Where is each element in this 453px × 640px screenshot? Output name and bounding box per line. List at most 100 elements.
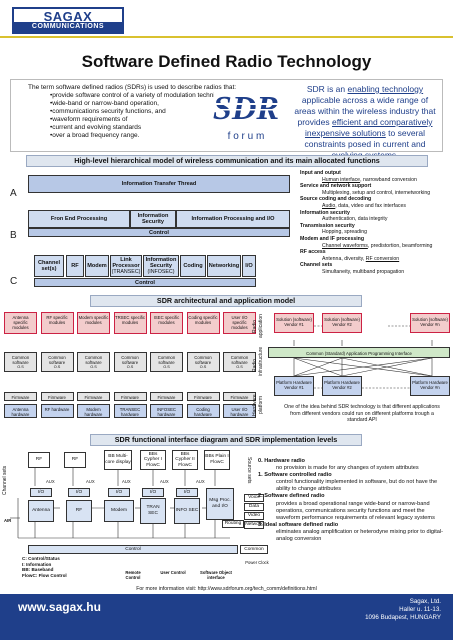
level-heading: 3. Ideal software defined radio <box>258 521 339 528</box>
firmware-cell: Firmware <box>186 392 220 401</box>
legend-item: C: Control/Status <box>22 556 60 561</box>
intro-bullets: •provide software control of a variety o… <box>50 92 288 140</box>
solution-vendor-2: Solution (software) Vendor #2 <box>322 313 362 333</box>
company-address: Sagax, Ltd. Haller u. 11-13. 1096 Budape… <box>365 598 441 622</box>
modem-box: Modem <box>104 500 134 522</box>
source-sets-side-label: Source sets <box>246 456 252 484</box>
channel-sets-side-label: Channel sets <box>2 465 8 495</box>
sdr-quote: SDR is an enabling technology applicable… <box>292 84 438 161</box>
quote-text: SDR is an <box>306 84 348 94</box>
logo-subtitle: COMMUNICATIONS <box>14 22 122 32</box>
more-info-link[interactable]: For more information visit: http://www.s… <box>136 586 317 592</box>
control-bar: Control <box>28 545 238 554</box>
app-module-cell: Coding specific modules <box>186 312 220 334</box>
box-label: Information Security <box>137 213 169 225</box>
hardware-cell: Antenna hardware <box>4 404 37 418</box>
platform-vendor-1: Platform Hardware Vendor #1 <box>274 376 314 396</box>
hardware-cell: TRANSEC hardware <box>113 404 147 418</box>
sdr-idea-text: One of the idea behind SDR technology is… <box>284 404 440 423</box>
power-clock-label: Power Clock <box>245 560 269 565</box>
hardware-cell: User I/O hardware <box>223 404 256 418</box>
firmware-cell: Firmware <box>40 392 74 401</box>
firmware-cell: Firmware <box>150 392 183 401</box>
app-module-cell: Modem specific modules <box>77 312 110 334</box>
bb-module: BB Multi-core display <box>104 450 132 470</box>
solution-vendor-1: Solution (software) Vendor #1 <box>274 313 314 333</box>
implementation-levels: 0. Hardware radio no provision is made f… <box>258 458 450 543</box>
list-heading: Service and network support <box>300 183 372 190</box>
aux-label: AUX <box>46 479 55 484</box>
list-item: Channel waveforms, predistortion, beamfo… <box>300 243 450 250</box>
box-label: Networking <box>208 263 240 269</box>
firmware-cell: Firmware <box>4 392 37 401</box>
box-label: Control <box>149 229 169 236</box>
os-label: O.S <box>236 365 243 369</box>
rf-module-2: RF <box>64 452 86 468</box>
aux-label: AUX <box>196 479 205 484</box>
info-processing-box: Information Processing and I/O <box>176 210 290 228</box>
common-api-bar: Common (Standard) Application Programmin… <box>268 347 450 358</box>
channel-sets-box: Channel set(s) <box>34 255 64 277</box>
list-item: Antenna, diversity, RF conversion <box>300 256 450 263</box>
section-heading-architecture: SDR architectural and application model <box>90 295 362 307</box>
infosec-box: INFO SEC <box>174 498 200 524</box>
list-heading: Channel sets <box>300 262 333 269</box>
box-label: RF <box>71 263 79 269</box>
sdr-forum-logo: SDR f o r u m <box>213 89 279 142</box>
io-box: I/O <box>108 488 130 497</box>
legend-item: FlowC: Flow Control <box>22 572 67 578</box>
antenna-box: Antenna <box>28 500 54 522</box>
bbs-plain: BBs Plain I FlowC <box>204 450 230 470</box>
aux-label: AUX <box>86 479 95 484</box>
box-sublabel: (INFOSEC) <box>147 269 175 275</box>
user-control-label: User Control <box>160 570 186 575</box>
row-label-a: A <box>10 188 17 199</box>
list-heading: Source coding and decoding <box>300 196 372 203</box>
list-item: Simultaneity, multiband propagation <box>322 268 405 275</box>
front-end-processing-box: Fron End Processing <box>28 210 130 228</box>
os-label: O.S <box>17 365 24 369</box>
intro-bullet: •over a broad frequency range. <box>50 132 140 139</box>
section-heading-hierarchy: High-level hierarchical model of wireles… <box>26 155 428 167</box>
box-label: Modem <box>87 263 107 269</box>
air-label: AIR <box>4 518 12 523</box>
hardware-cell: INFOSEC hardware <box>150 404 183 418</box>
level-description: provides a broad operational range wide-… <box>276 500 435 521</box>
intro-lead: The term software defined radios (SDRs) … <box>28 84 237 91</box>
bbs-cypher-1: BBs Cypher I FlowC <box>140 450 166 470</box>
website-link[interactable]: www.sagax.hu <box>18 600 101 614</box>
list-emphasis: Channel waveforms <box>322 242 368 249</box>
quote-emphasis: enabling technology <box>347 84 424 94</box>
list-emphasis: RF conversion <box>365 255 400 262</box>
info-security-box: Information Security <box>130 210 176 228</box>
network-box: Network <box>244 521 264 529</box>
list-heading: Modem and IF processing <box>300 235 364 242</box>
common-box: Common <box>240 545 268 554</box>
box-label: Coding <box>183 263 203 269</box>
intro-text: The term software defined radios (SDRs) … <box>28 84 288 140</box>
list-text: , data, video and fax interfaces <box>335 202 406 209</box>
hardware-cell: Coding hardware <box>186 404 220 418</box>
coding-box: Coding <box>180 255 206 277</box>
os-label: O.S <box>199 365 207 369</box>
aux-label: AUX <box>122 479 131 484</box>
level-heading: 0. Hardware radio <box>258 458 305 464</box>
list-heading: Transmission security <box>300 222 355 229</box>
box-label: I/O <box>245 263 253 269</box>
level-description: no provision is made for any changes of … <box>276 465 419 472</box>
video-box: Video <box>244 512 264 520</box>
info-transfer-thread-box: Information Transfer Thread <box>28 175 290 193</box>
platform-vendor-2: Platform Hardware Vendor #2 <box>322 376 362 396</box>
aux-label: AUX <box>160 479 169 484</box>
hardware-cell: Modem hardware <box>77 404 110 418</box>
control-bar-b: Control <box>28 228 290 237</box>
routing-box: Routing <box>222 520 244 528</box>
remote-control-label: Remote Control <box>125 570 141 580</box>
list-heading: RF access <box>300 249 326 256</box>
hardware-cell: RF hardware <box>40 404 74 418</box>
level-heading: 2. Software defined radio <box>258 493 325 500</box>
